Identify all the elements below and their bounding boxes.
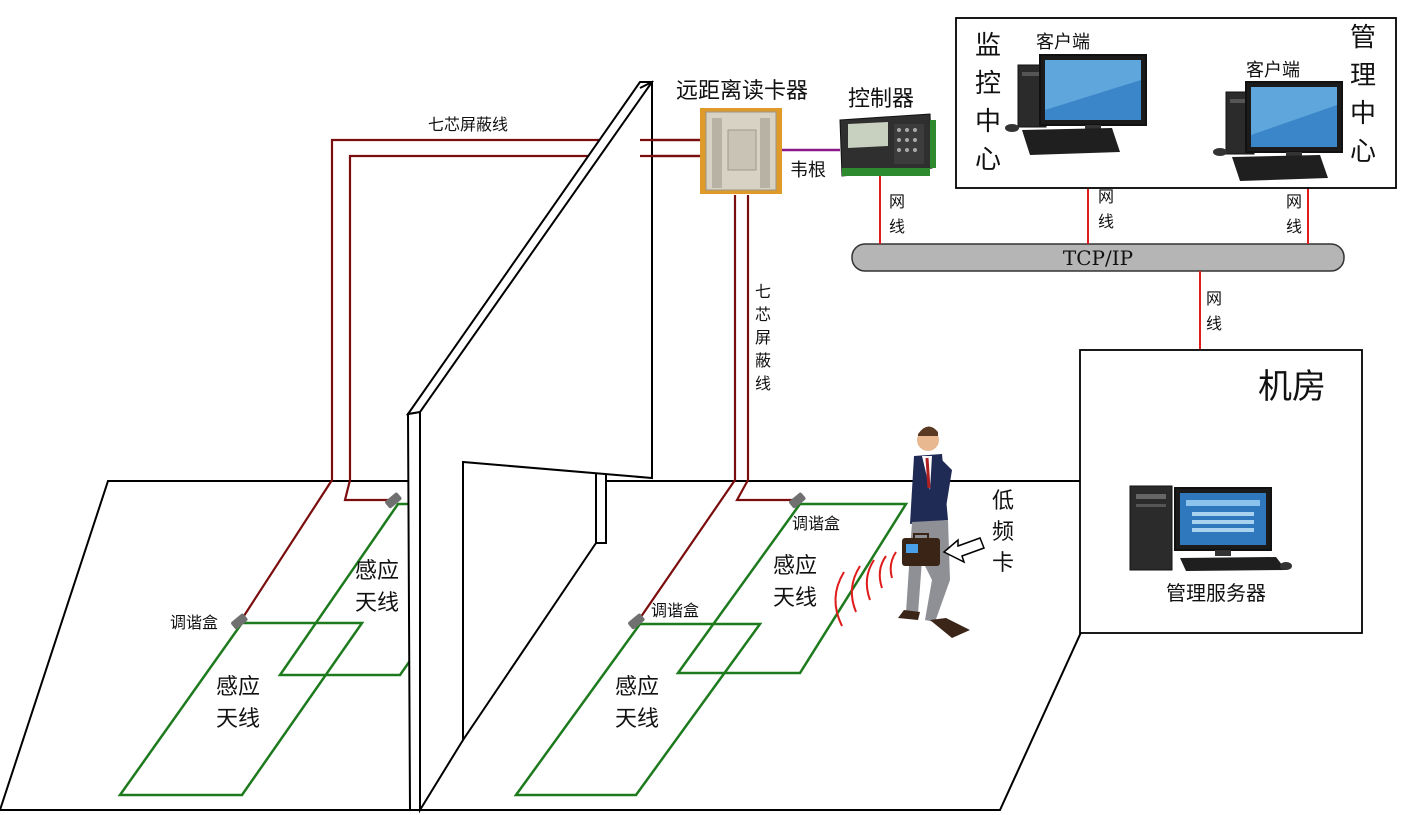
antenna-label-right-front-2: 天线: [615, 707, 659, 732]
shielded-cable-right-inner: [735, 195, 798, 502]
management-server-label: 管理服务器: [1166, 581, 1266, 605]
monitor-center-char-3: 中: [975, 107, 1001, 137]
antenna-label-right-back-1: 感应: [773, 554, 817, 579]
cable-label-horizontal: 七芯屏蔽线: [428, 115, 508, 134]
management-center-char-3: 中: [1350, 99, 1376, 129]
cable-label-v-1: 七: [755, 282, 771, 301]
tuning-box-right-front: [628, 613, 645, 630]
machine-room-label: 机房: [1258, 367, 1326, 407]
management-center-char-1: 管: [1350, 23, 1376, 53]
person-walking-icon: [898, 426, 970, 638]
net-label-controller-1: 网: [889, 192, 905, 211]
remote-reader-label: 远距离读卡器: [676, 79, 808, 104]
net-label-controller-2: 线: [889, 217, 905, 236]
lf-card-arrow-icon: [942, 537, 985, 564]
floor-plane: [0, 480, 1152, 811]
rf-waves-icon: [834, 551, 897, 627]
lf-card-char-2: 频: [992, 520, 1014, 545]
net-label-management-2: 线: [1286, 217, 1302, 236]
antenna-label-right-front-1: 感应: [615, 675, 659, 700]
tuning-box-label-right-back: 调谐盒: [792, 514, 840, 533]
net-label-management-1: 网: [1286, 192, 1302, 211]
antenna-loop-right-front: [513, 622, 763, 797]
management-center-char-2: 理: [1350, 61, 1376, 91]
cable-label-v-2: 芯: [755, 305, 771, 324]
cable-label-v-5: 线: [755, 374, 771, 393]
antenna-loop-left-front: [117, 621, 365, 797]
shielded-cable-left-outer: [239, 138, 708, 623]
antenna-label-left-front-1: 感应: [216, 675, 260, 700]
controller-device-icon: [839, 113, 936, 177]
net-label-monitor-1: 网: [1098, 187, 1114, 206]
lf-card-char-3: 卡: [992, 551, 1014, 576]
shielded-cable-left-inner: [343, 154, 708, 502]
cable-label-v-3: 屏: [755, 328, 771, 347]
shielded-cable-right-outer: [635, 195, 737, 625]
antenna-label-left-back-2: 天线: [355, 591, 399, 616]
lf-card-char-1: 低: [992, 489, 1014, 514]
management-server-icon: [1129, 485, 1292, 571]
tcpip-label: TCP/IP: [1063, 246, 1133, 270]
management-center-char-4: 心: [1350, 137, 1376, 167]
monitor-center-char-4: 心: [975, 145, 1001, 175]
antenna-label-left-front-2: 天线: [216, 707, 260, 732]
net-label-monitor-2: 线: [1098, 212, 1114, 231]
tuning-box-right-back: [789, 492, 806, 509]
remote-reader-device-icon: [700, 108, 782, 194]
gate-wall-front-face: [419, 80, 653, 814]
client-right-label: 客户端: [1246, 60, 1300, 81]
tuning-box-left-back: [385, 492, 402, 509]
cable-label-v-4: 蔽: [755, 351, 771, 370]
tuning-box-label-left-front: 调谐盒: [170, 613, 218, 632]
antenna-label-left-back-1: 感应: [355, 559, 399, 584]
antenna-label-right-back-2: 天线: [773, 586, 817, 611]
tuning-box-label-right-front: 调谐盒: [651, 601, 699, 620]
wiegand-label: 韦根: [790, 160, 826, 181]
tuning-box-left-front: [231, 613, 248, 630]
antenna-loop-right-back: [675, 502, 909, 675]
controller-label: 控制器: [848, 87, 914, 112]
monitor-center-char-2: 控: [975, 69, 1001, 99]
gate-wall-top-line: [639, 81, 653, 89]
client-left-label: 客户端: [1036, 32, 1090, 53]
client-pc-right-icon: [1213, 81, 1343, 181]
net-label-server-1: 网: [1206, 289, 1222, 308]
client-pc-left-icon: [1005, 54, 1147, 155]
monitor-center-char-1: 监: [975, 31, 1001, 61]
gate-wall-front-side: [406, 410, 421, 811]
tcpip-bus: [851, 243, 1345, 272]
net-label-server-2: 线: [1206, 314, 1222, 333]
